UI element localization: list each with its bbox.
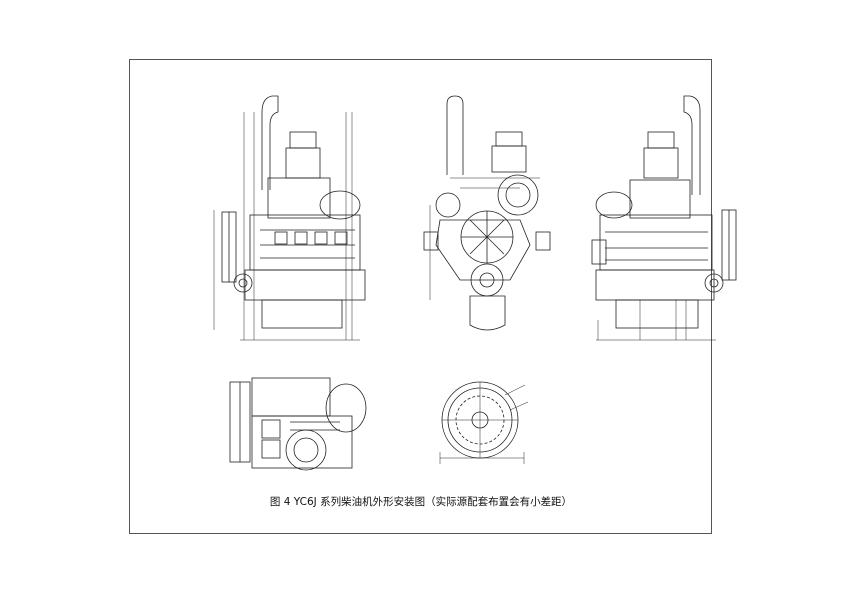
side-view-left bbox=[213, 95, 366, 341]
top-view bbox=[229, 377, 367, 471]
figure-caption: 图 4 YC6J 系列柴油机外形安装图（实际源配套布置会有小差距） bbox=[269, 496, 573, 508]
rear-flywheel-view bbox=[439, 381, 529, 464]
front-view bbox=[423, 95, 551, 331]
side-view-right bbox=[591, 95, 737, 341]
drawing-frame bbox=[129, 59, 712, 534]
